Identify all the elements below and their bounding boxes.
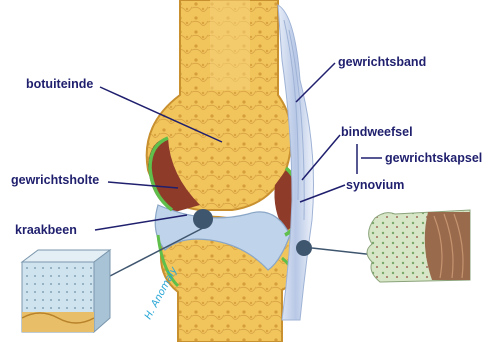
label-gewrichtsholte: gewrichtsholte bbox=[11, 173, 99, 187]
cartilage-zoom-marker bbox=[193, 209, 213, 229]
label-gewrichtsband: gewrichtsband bbox=[338, 55, 426, 69]
label-gewrichtskapsel: gewrichtskapsel bbox=[385, 151, 482, 165]
artist-signature: H. Anomaly bbox=[143, 264, 180, 321]
label-botuiteinde: botuiteinde bbox=[26, 77, 93, 91]
leader-gewrichtsband bbox=[296, 63, 335, 102]
synovium-zoom-marker bbox=[296, 240, 312, 256]
synovium-callout-line bbox=[312, 248, 375, 255]
label-bindweefsel: bindweefsel bbox=[341, 125, 413, 139]
synovium-inset bbox=[367, 210, 470, 282]
label-kraakbeen: kraakbeen bbox=[15, 223, 77, 237]
label-synovium: synovium bbox=[346, 178, 404, 192]
cartilage-inset bbox=[22, 250, 110, 332]
